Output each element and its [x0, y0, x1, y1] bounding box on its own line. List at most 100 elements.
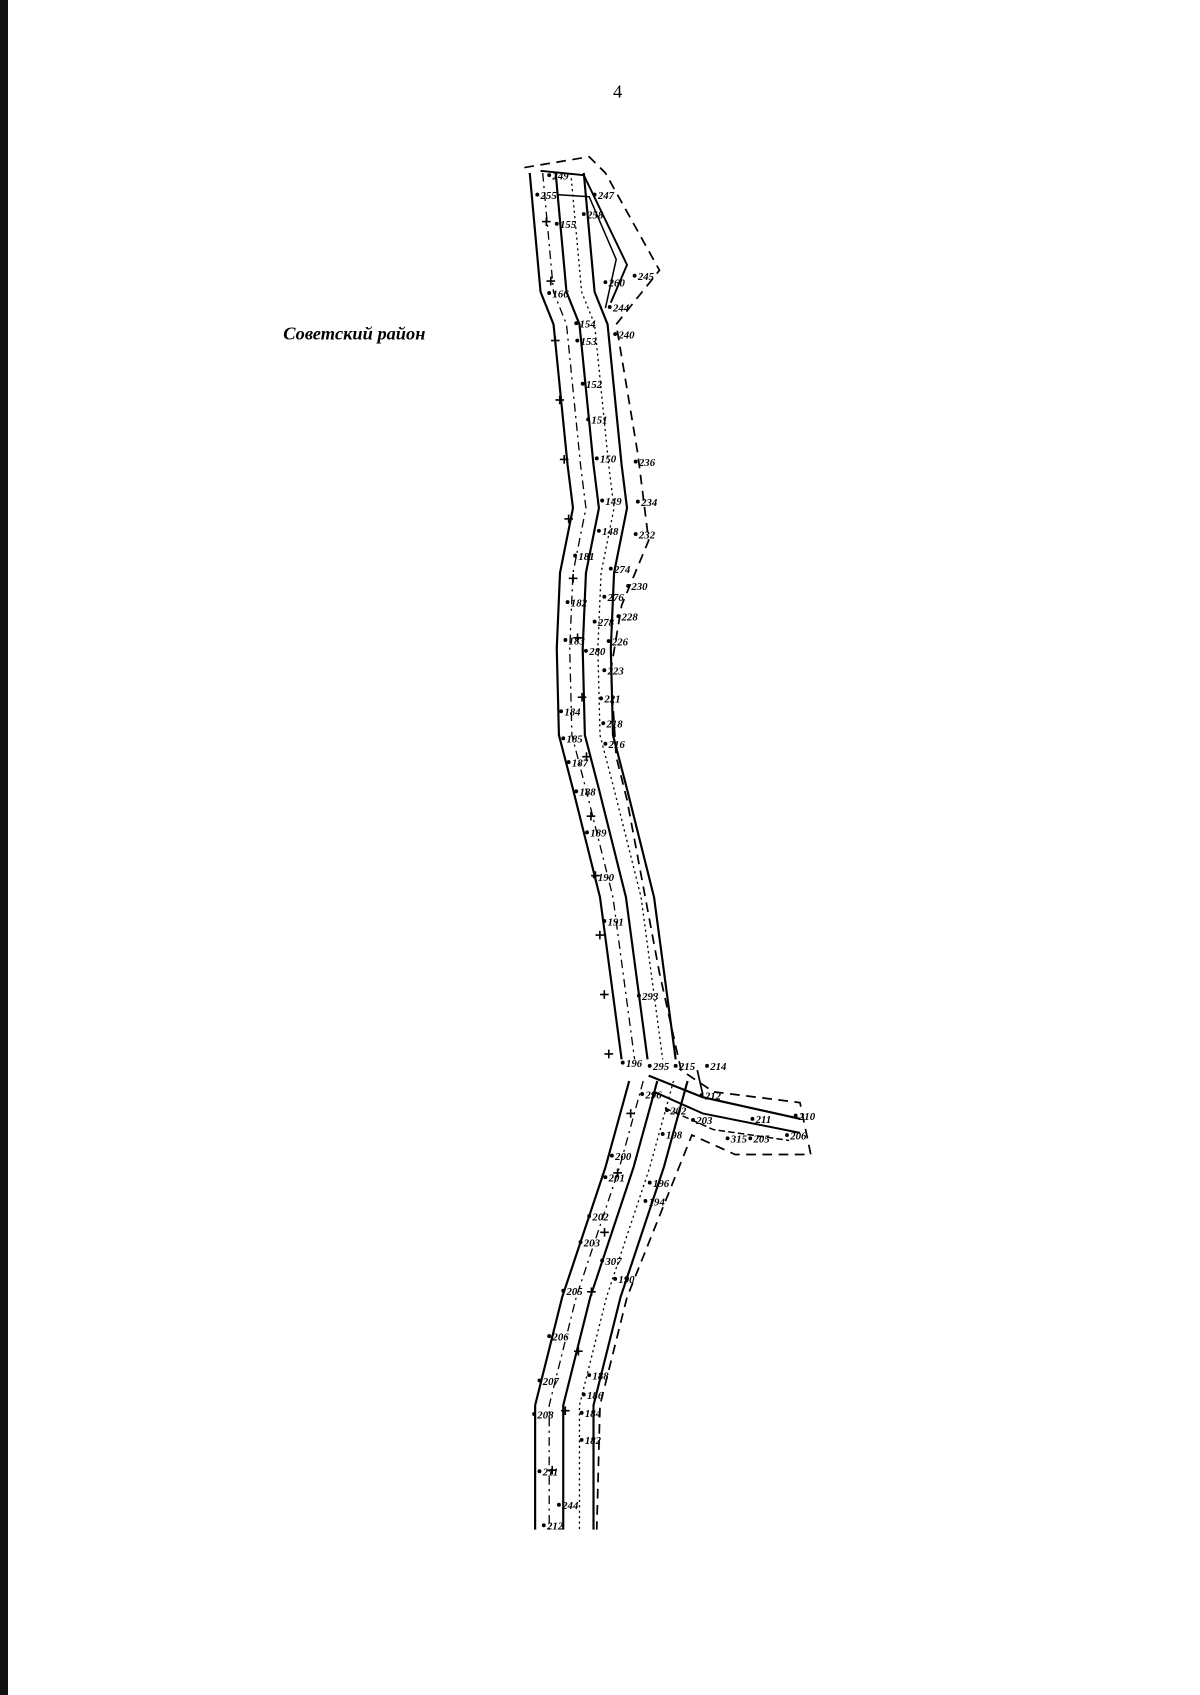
survey-point-marker: [609, 1153, 614, 1158]
survey-point-marker: [632, 273, 637, 278]
survey-point-marker: [705, 1063, 709, 1068]
point-label: 190: [618, 1274, 635, 1286]
survey-point-marker: [554, 221, 559, 226]
survey-point-marker: [587, 1214, 592, 1219]
point-label: 196: [653, 1178, 670, 1190]
point-label: 148: [602, 526, 619, 538]
survey-point-marker: [586, 417, 591, 422]
district-title: Советский район: [283, 323, 425, 343]
point-label: 184: [564, 707, 581, 719]
point-label: 255: [540, 190, 558, 202]
corridor-line-upper: [554, 172, 649, 1060]
survey-point-marker: [613, 1276, 618, 1281]
point-label: 249: [551, 170, 569, 182]
survey-point-marker: [607, 305, 612, 309]
survey-point-marker: [547, 1334, 552, 1339]
survey-point-marker: [633, 532, 638, 536]
point-label: 315: [730, 1134, 748, 1146]
point-label: 258: [586, 209, 604, 221]
point-label: 307: [604, 1256, 622, 1268]
point-label: 276: [607, 592, 625, 604]
survey-point-marker: [594, 456, 599, 461]
point-label: 189: [590, 828, 607, 840]
point-label: 206: [551, 1331, 569, 1343]
survey-point-marker: [613, 332, 618, 336]
top-return-line: [540, 169, 629, 304]
survey-point-marker: [640, 1092, 645, 1096]
point-label: 236: [638, 457, 656, 469]
corridor-line-lower: [534, 1080, 631, 1530]
survey-point-marker: [573, 553, 578, 558]
corridor-line-lower: [562, 1080, 659, 1530]
survey-point-marker: [647, 1180, 652, 1185]
point-label: 183: [569, 635, 586, 647]
corridor-line-lower: [592, 1080, 689, 1530]
corridor-line-upper: [570, 172, 664, 1060]
survey-point-marker: [559, 709, 564, 714]
point-label: 202: [669, 1106, 687, 1118]
point-label: 210: [798, 1111, 816, 1123]
corridor-line-upper: [542, 172, 636, 1060]
survey-point-marker: [578, 1240, 583, 1245]
survey-point-marker: [532, 1411, 537, 1416]
point-label: 181: [578, 551, 594, 563]
survey-point-marker: [602, 919, 607, 923]
point-label: 201: [608, 1173, 625, 1185]
corridor-line-lower: [548, 1080, 644, 1530]
point-label: 150: [600, 454, 617, 466]
survey-point-marker: [592, 874, 597, 879]
point-label: 154: [579, 319, 596, 331]
survey-point-marker: [699, 1093, 704, 1097]
survey-point-marker: [537, 1378, 542, 1383]
survey-point-marker: [606, 639, 611, 643]
corridor-line-upper: [582, 172, 677, 1060]
survey-point-marker: [584, 648, 588, 653]
point-label: 185: [566, 734, 583, 746]
branch-line: [653, 1090, 801, 1134]
outer-dashed-boundary: [524, 155, 812, 1530]
point-label: 186: [587, 1390, 604, 1402]
survey-point-marker: [561, 736, 566, 741]
survey-point-marker: [603, 280, 608, 285]
point-label: 240: [617, 329, 635, 341]
scan-edge: [0, 0, 8, 1695]
point-label: 196: [626, 1058, 643, 1070]
survey-point-marker: [691, 1117, 695, 1122]
survey-point-marker: [579, 1410, 584, 1415]
survey-point-marker: [592, 192, 597, 197]
point-label: 234: [640, 497, 658, 509]
point-label: 260: [608, 277, 626, 289]
point-label: 221: [603, 694, 620, 706]
survey-point-marker: [547, 173, 552, 178]
point-label: 232: [638, 529, 656, 541]
survey-point-marker: [673, 1063, 678, 1068]
survey-point-marker: [643, 1199, 648, 1203]
point-label: 198: [666, 1129, 683, 1141]
page-number: 4: [613, 81, 622, 101]
survey-point-marker: [620, 1060, 625, 1065]
point-label: 151: [591, 415, 607, 427]
survey-point-marker: [793, 1113, 798, 1118]
survey-point-marker: [587, 1373, 592, 1377]
survey-point-marker: [547, 291, 552, 295]
survey-point-marker: [602, 668, 607, 673]
survey-point-marker: [636, 993, 641, 998]
survey-point-marker: [581, 212, 586, 216]
top-return-line-inner: [556, 193, 618, 309]
survey-point-marker: [608, 566, 613, 571]
point-label: 153: [581, 336, 598, 348]
survey-point-marker: [601, 721, 606, 726]
boundary-lines: [524, 155, 812, 1530]
point-label: 152: [586, 379, 603, 391]
corridor-line-upper: [528, 172, 623, 1060]
point-label: 205: [565, 1286, 583, 1298]
point-label: 194: [649, 1196, 666, 1208]
survey-point-marker: [563, 638, 568, 642]
survey-point-marker: [602, 594, 607, 599]
survey-point-marker: [725, 1136, 730, 1141]
point-label: 215: [678, 1061, 696, 1073]
survey-point-marker: [647, 1063, 652, 1068]
survey-point-marker: [535, 192, 540, 197]
survey-point-marker: [748, 1136, 753, 1141]
